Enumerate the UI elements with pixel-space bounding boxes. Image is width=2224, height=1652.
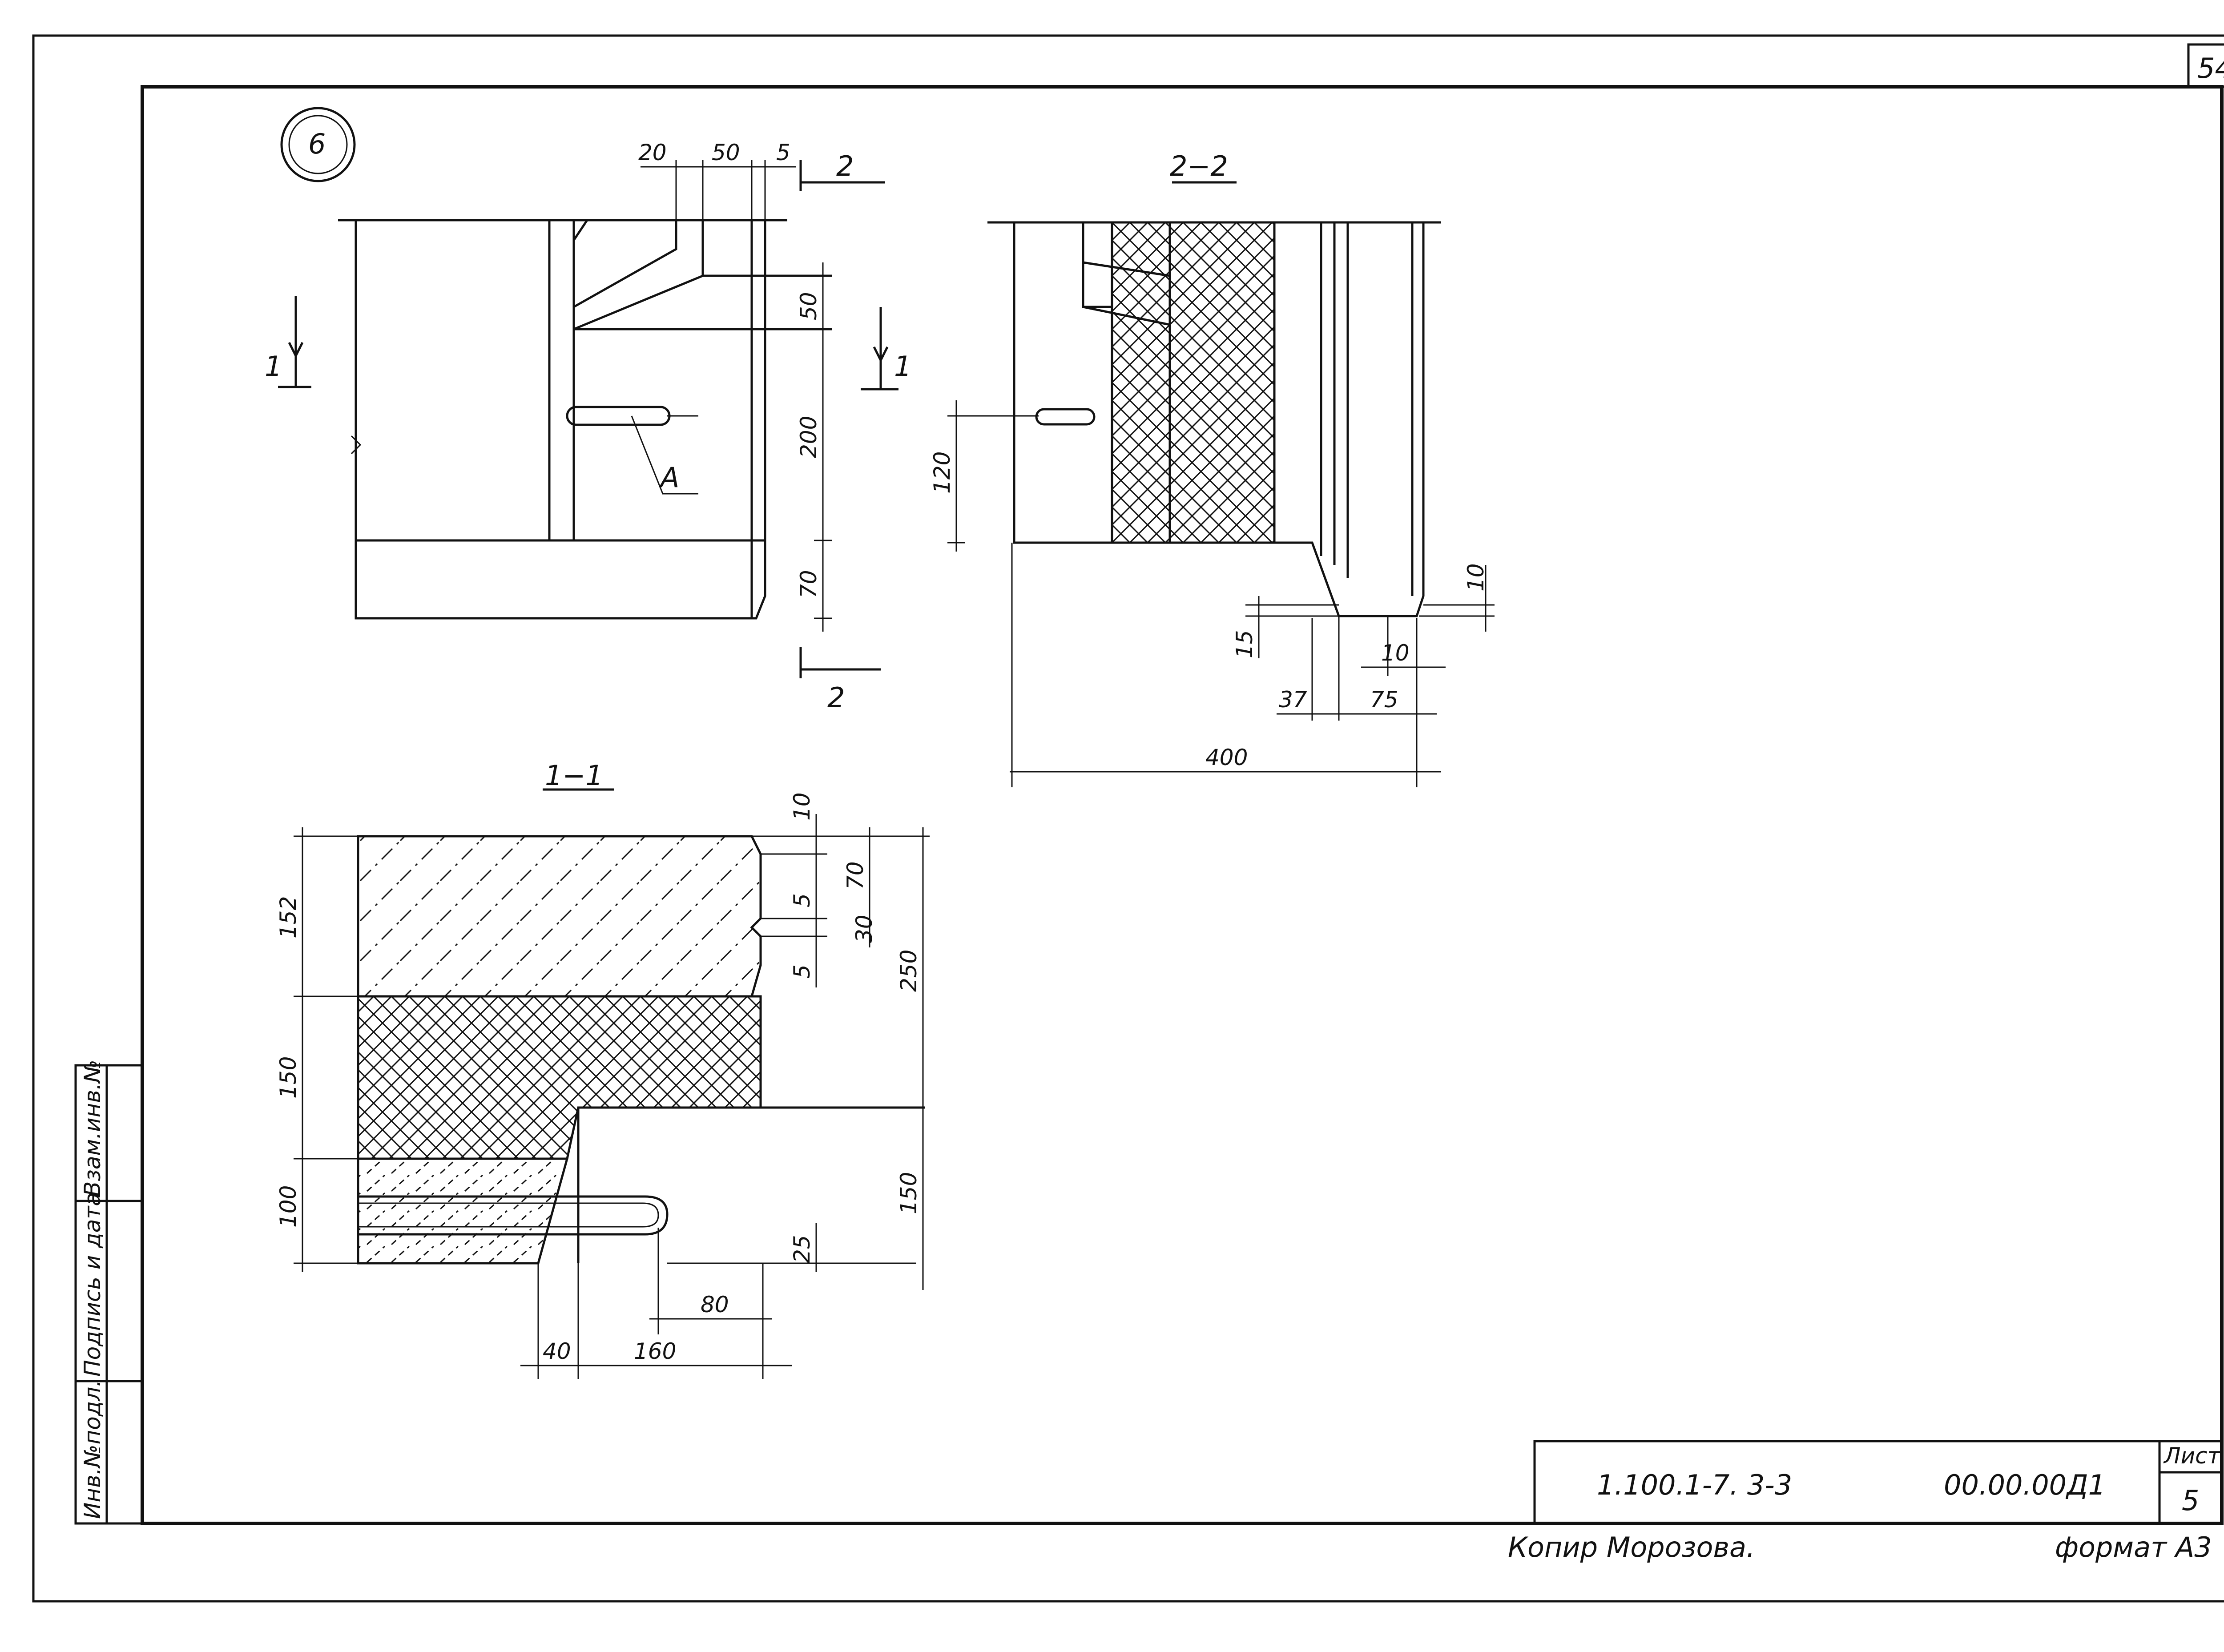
dim-150-b: 150 — [896, 1172, 922, 1214]
stamp-doc-number: 00.00.00Д1 — [1944, 1469, 2106, 1501]
dim-70-s11: 70 — [842, 861, 868, 890]
detail-number: 6 — [308, 128, 326, 160]
section-2-2-title: 2−2 — [1170, 150, 1228, 182]
side-stamp-signature-date: Подпись и дата — [80, 1193, 105, 1377]
section-2-2: 2−2 120 10 15 10 37 75 400 — [929, 150, 1495, 787]
side-stamp-vzam-inv: Взам.инв.№ — [80, 1060, 105, 1197]
detail-6: 6 A 1 1 2 2 20 50 5 — [265, 107, 911, 714]
section-1-1: 1−1 152 150 100 10 5 5 70 30 250 150 25 — [275, 759, 930, 1379]
dim-50-top: 50 — [712, 140, 740, 165]
dim-10-b: 10 — [1381, 640, 1410, 666]
sheet-number-box: 54 — [2187, 43, 2224, 88]
insulation-hatch — [1111, 221, 1276, 544]
dim-20: 20 — [638, 140, 667, 165]
lower-concrete — [357, 1157, 569, 1265]
dim-200: 200 — [796, 416, 822, 458]
dim-250: 250 — [896, 950, 922, 992]
dim-400: 400 — [1205, 745, 1248, 770]
stamp-sheet-label: Лист — [2163, 1443, 2221, 1469]
dim-152: 152 — [275, 896, 301, 939]
dim-5: 5 — [776, 140, 790, 165]
dim-30: 30 — [851, 915, 877, 943]
dim-5-a: 5 — [789, 893, 815, 907]
callout-a: A — [659, 461, 679, 494]
dim-160: 160 — [634, 1338, 676, 1364]
dim-37: 37 — [1279, 687, 1307, 713]
dim-40: 40 — [543, 1338, 571, 1364]
footer-format: формат А3 — [2055, 1531, 2212, 1563]
stamp-sheet-value: 5 — [2182, 1484, 2199, 1517]
dim-150-a: 150 — [275, 1056, 301, 1099]
cut-2-top: 2 — [836, 150, 854, 182]
dim-15: 15 — [1232, 630, 1257, 658]
title-block: 1.100.1-7. 3-3 00.00.00Д1 Лист 5 — [1533, 1440, 2223, 1525]
dim-120: 120 — [929, 451, 955, 494]
insulation-layer — [357, 995, 762, 1160]
section-1-1-title: 1−1 — [545, 759, 603, 792]
sheet-frame — [32, 34, 2224, 1603]
side-stamp-inv-podl: Инв.№подл. — [80, 1380, 105, 1519]
footer-copier: Копир Морозова. — [1508, 1531, 1755, 1563]
dim-75: 75 — [1370, 687, 1398, 713]
side-stamp: Взам.инв.№ Подпись и дата Инв.№подл. — [74, 1060, 144, 1525]
dim-50: 50 — [796, 292, 822, 320]
dim-70: 70 — [796, 570, 822, 598]
dim-80: 80 — [701, 1292, 729, 1318]
dim-10-a: 10 — [1463, 563, 1489, 592]
stamp-code: 1.100.1-7. 3-3 — [1597, 1469, 1792, 1501]
cut-1-left: 1 — [265, 350, 282, 383]
dim-100: 100 — [275, 1185, 301, 1228]
dim-5-b: 5 — [789, 964, 815, 979]
sheet-number: 54 — [2197, 52, 2224, 85]
cut-1-right: 1 — [894, 350, 911, 383]
cut-2-bottom: 2 — [827, 681, 845, 714]
dim-25: 25 — [789, 1235, 815, 1263]
concrete-layer — [357, 835, 762, 998]
dim-10-s11: 10 — [789, 792, 815, 821]
